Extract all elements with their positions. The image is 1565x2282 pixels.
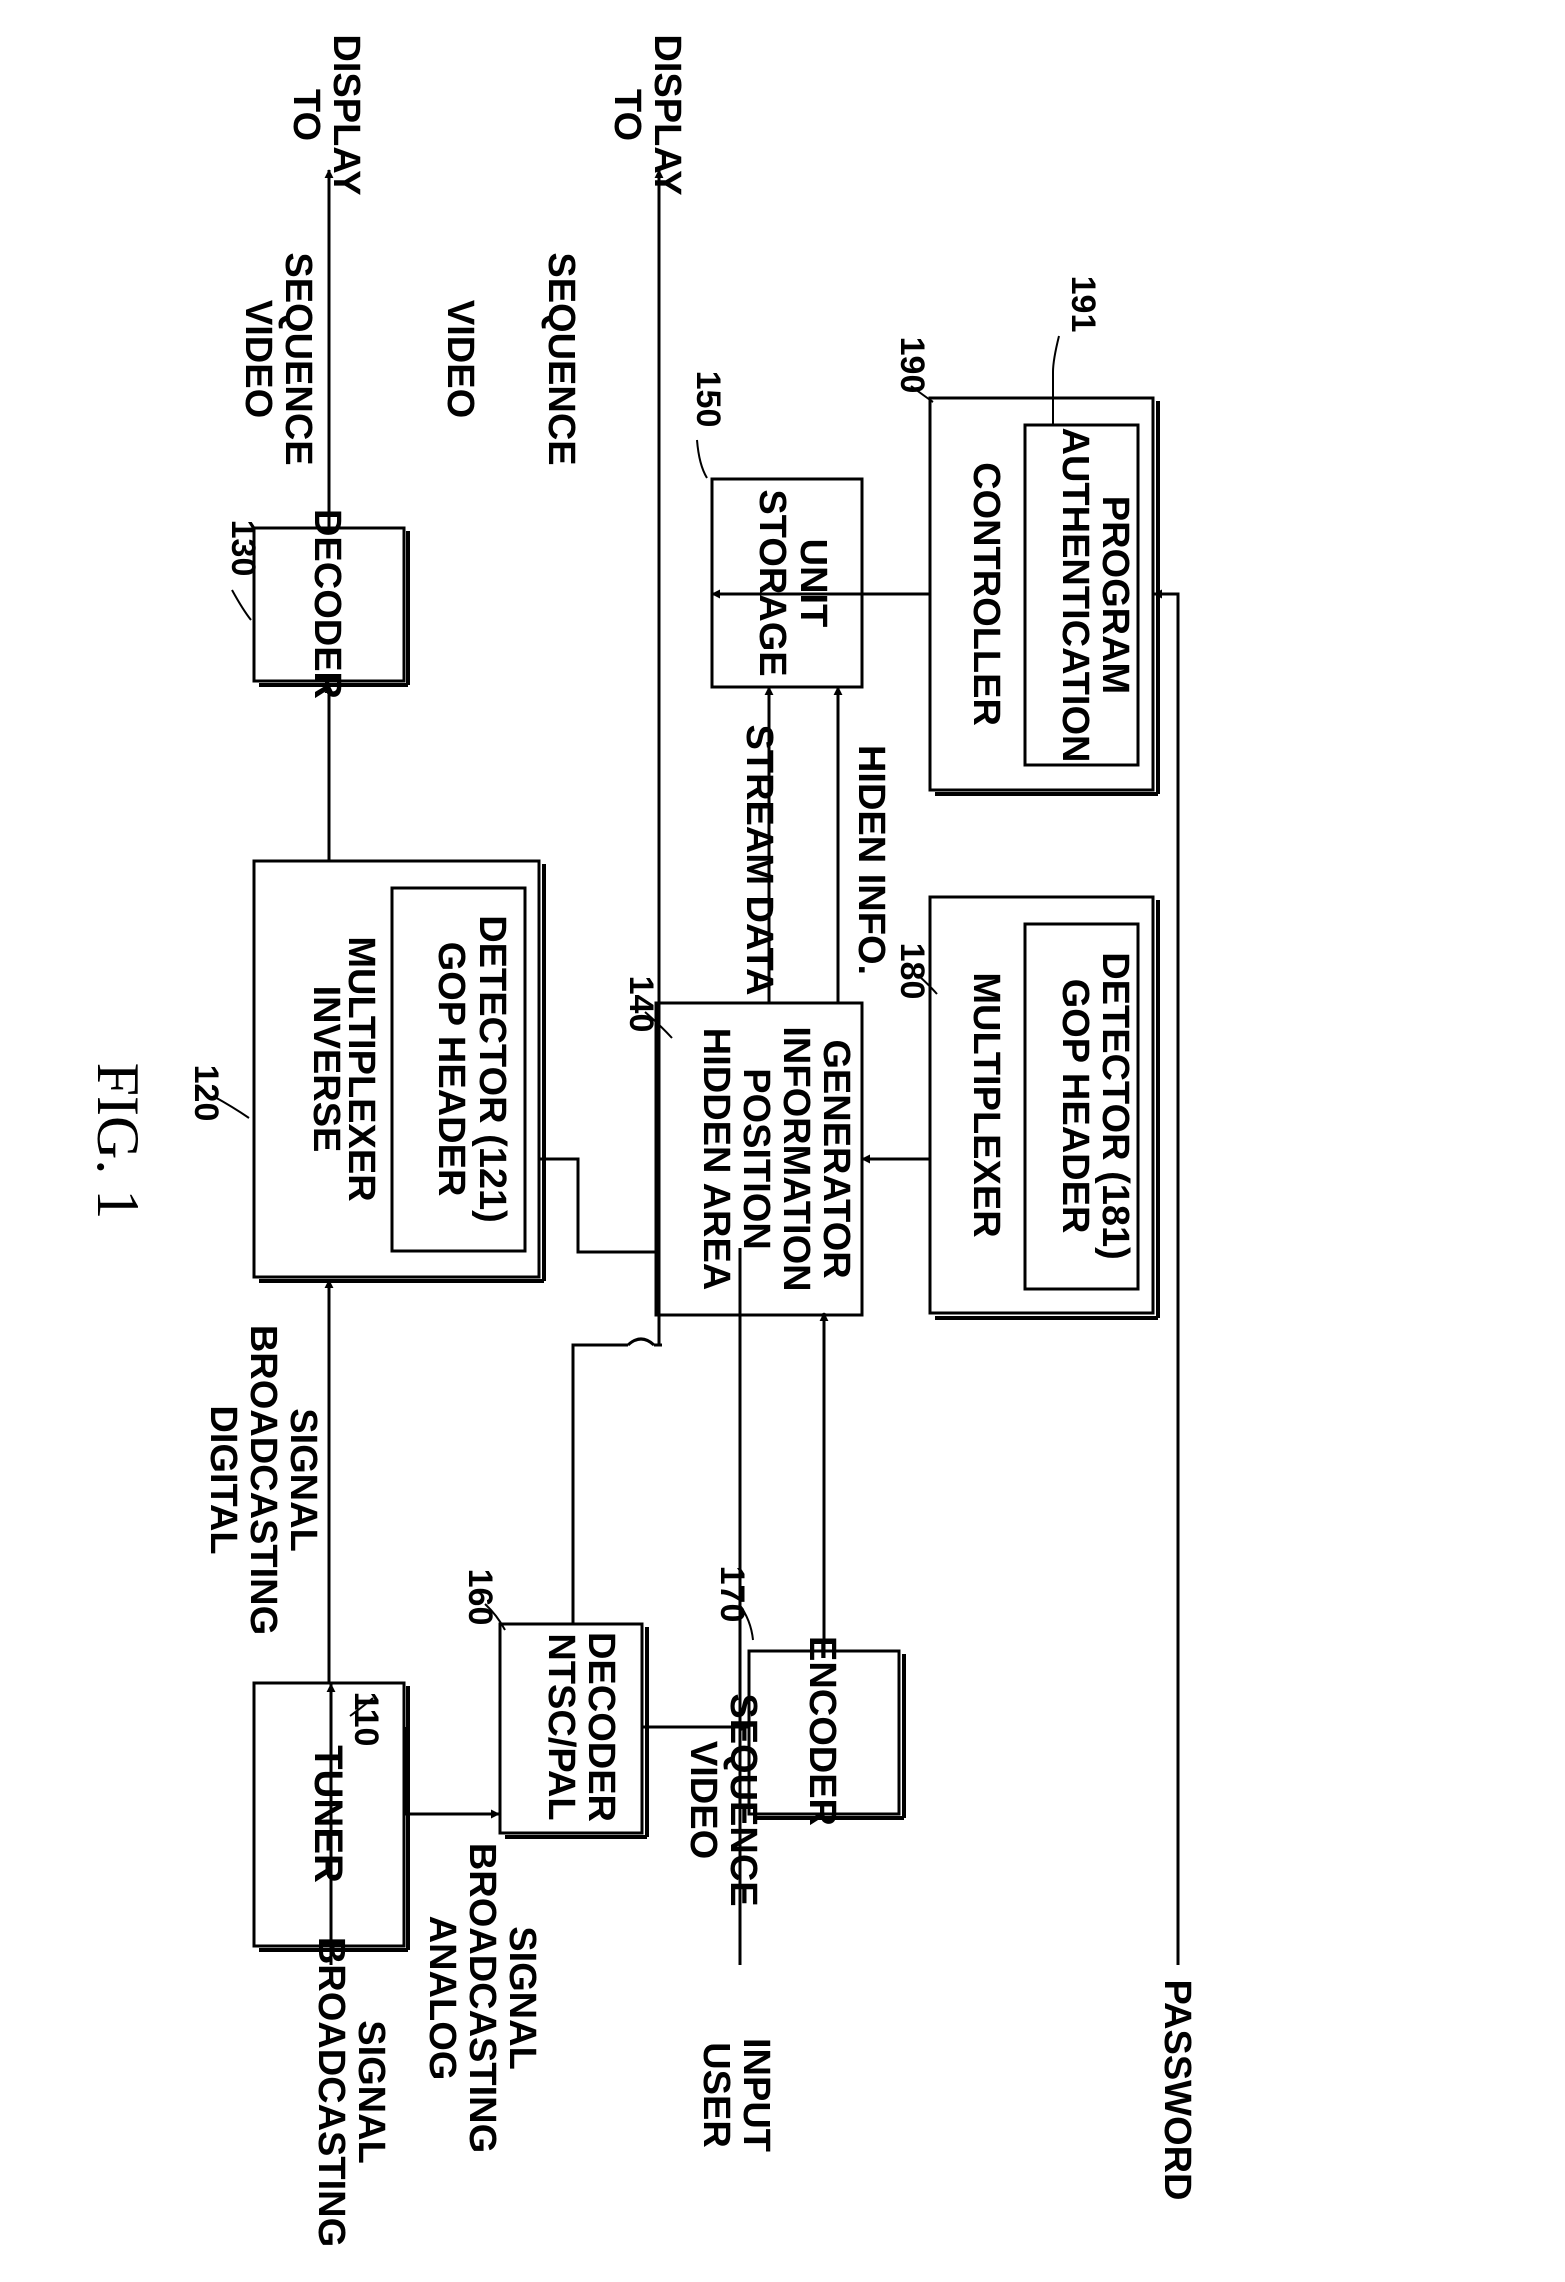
inverse-mux-ref: 120 [187, 1065, 225, 1122]
auth-program-line2: PROGRAM [1094, 496, 1136, 694]
ntsc-pal-decoder-block: NTSC/PAL DECODER 160 [461, 1569, 647, 1837]
hidden-area-line4: GENERATOR [815, 1039, 857, 1278]
to-display-top-line1: TO [285, 89, 327, 141]
storage-unit-block: STORAGE UNIT 150 [689, 371, 862, 687]
analog-signal-line2: BROADCASTING [461, 1843, 503, 2153]
video-seq-top-line1: VIDEO [237, 300, 279, 418]
digital-signal-line3: SIGNAL [282, 1408, 324, 1552]
digital-signal-line2: BROADCASTING [242, 1325, 284, 1635]
hidden-area-line1: HIDDEN AREA [695, 1028, 737, 1291]
to-display-top-line2: DISPLAY [325, 34, 367, 195]
hidden-area-ref: 140 [622, 976, 660, 1033]
user-input-line2: INPUT [735, 2038, 777, 2152]
video-seq-low-line1: VIDEO [682, 1741, 724, 1859]
decoder-ref: 130 [224, 520, 262, 577]
encoder-label: ENCODER [801, 1636, 843, 1826]
auth-program-ref: 191 [1064, 276, 1102, 333]
multiplexer-block: MULTIPLEXER GOP HEADER DETECTOR (181) 18… [893, 897, 1158, 1318]
inverse-multiplexer-block: INVERSE MULTIPLEXER GOP HEADER DETECTOR … [187, 861, 544, 1281]
inverse-mux-label-line2: MULTIPLEXER [340, 936, 382, 1201]
video-seq-low-line2: SEQUENCE [722, 1693, 764, 1906]
decoder-block: DECODER 130 [224, 509, 408, 699]
to-display-mid-line1: TO [606, 89, 648, 141]
decoder-label: DECODER [306, 509, 348, 699]
multiplexer-ref: 180 [893, 943, 931, 1000]
ntsc-pal-line1: NTSC/PAL [540, 1633, 582, 1820]
controller-label: CONTROLLER [965, 462, 1007, 726]
analog-signal-line3: SIGNAL [501, 1926, 543, 2070]
auth-program-line1: AUTHENTICATION [1054, 428, 1096, 763]
ntsc-pal-ref: 160 [461, 1569, 499, 1626]
to-display-mid-line2: DISPLAY [646, 34, 688, 195]
storage-ref: 150 [689, 371, 727, 428]
controller-block: CONTROLLER AUTHENTICATION PROGRAM 190 19… [893, 276, 1158, 794]
broadcasting-signal-line2: SIGNAL [350, 2020, 392, 2164]
analog-signal-line1: ANALOG [421, 1916, 463, 2081]
gop-detector-181-line1: GOP HEADER [1054, 979, 1096, 1234]
gop-detector-121-line2: DETECTOR (121) [471, 915, 513, 1223]
storage-line2: UNIT [792, 539, 834, 628]
broadcasting-signal-line1: BROADCASTING [310, 1937, 352, 2247]
hidden-area-line3: INFORMATION [775, 1026, 817, 1291]
gop-detector-121-line1: GOP HEADER [430, 942, 472, 1197]
tuner-ref: 110 [347, 1692, 385, 1747]
controller-ref: 190 [893, 337, 931, 394]
user-input-line1: USER [695, 2042, 737, 2148]
video-seq-mid-line1: VIDEO [439, 300, 481, 418]
video-seq-top-line2: SEQUENCE [277, 252, 319, 465]
password-label: PASSWORD [1156, 1980, 1198, 2201]
video-seq-mid-line2: SEQUENCE [540, 252, 582, 465]
storage-line1: STORAGE [751, 489, 793, 676]
gop-detector-181-line2: DETECTOR (181) [1094, 952, 1136, 1260]
stream-data-label: STREAM DATA [738, 725, 780, 996]
hidden-area-line2: POSITION [735, 1068, 777, 1250]
tuner-label: TUNER [306, 1745, 350, 1883]
figure-title: FIG. 1 [85, 1063, 151, 1220]
multiplexer-label: MULTIPLEXER [965, 972, 1007, 1237]
hiden-info-label: HIDEN INFO. [850, 745, 892, 975]
digital-signal-line1: DIGITAL [202, 1405, 244, 1554]
ntsc-pal-line2: DECODER [580, 1632, 622, 1822]
